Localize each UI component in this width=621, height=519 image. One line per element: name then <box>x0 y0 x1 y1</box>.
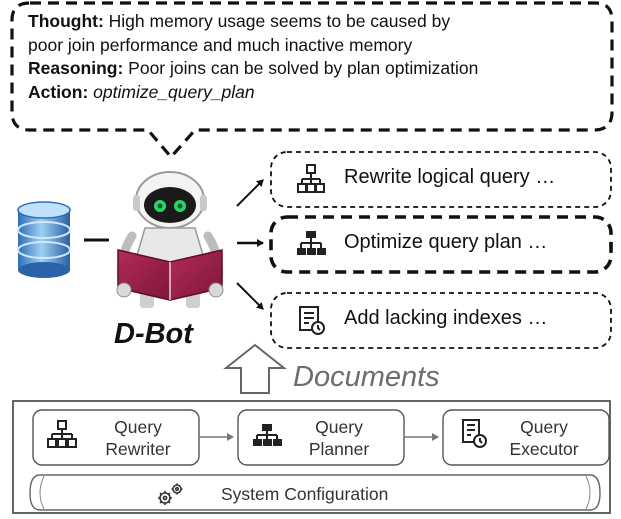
documents-label: Documents <box>293 361 440 393</box>
module-line1: Query <box>520 417 568 437</box>
action-text: optimize_query_plan <box>93 81 255 102</box>
system-config-label: System Configuration <box>221 484 389 504</box>
thought-line1: High memory usage seems to be caused by <box>103 11 451 31</box>
thought-line2: poor join performance and much inactive … <box>28 34 413 55</box>
thought-row-2: poor join performance and much inactive … <box>28 34 608 58</box>
system-panel <box>12 400 611 514</box>
documents-up-arrow <box>223 343 287 394</box>
agent-name: D-Bot <box>114 318 193 350</box>
thought-content: Thought: High memory usage seems to be c… <box>28 10 608 104</box>
action-row: Action: optimize_query_plan <box>28 81 608 105</box>
robot-reading-icon <box>116 171 224 308</box>
module-label-rewriter: Query Rewriter <box>88 416 188 460</box>
module-box-executor <box>442 409 610 466</box>
module-line2: Planner <box>308 439 370 459</box>
module-line1: Query <box>315 417 363 437</box>
arrow-to-rewrite <box>236 179 264 207</box>
option-label-rewrite: Rewrite logical query … <box>344 166 556 188</box>
option-label-optimize: Optimize query plan … <box>344 231 548 253</box>
module-label-executor: Query Executor <box>492 416 596 460</box>
plan-tree-icon <box>253 424 282 446</box>
thought-row: Thought: High memory usage seems to be c… <box>28 10 608 34</box>
database-icon <box>17 201 71 278</box>
arrow-to-indexes <box>236 282 264 310</box>
index-document-icon <box>299 306 325 335</box>
reasoning-label: Reasoning: <box>28 58 124 78</box>
module-line1: Query <box>114 417 162 437</box>
plan-tree-icon <box>297 231 326 255</box>
option-box-optimize <box>269 215 613 274</box>
hierarchy-icon <box>47 420 77 448</box>
reasoning-row: Reasoning: Poor joins can be solved by p… <box>28 57 608 81</box>
option-box-indexes <box>270 292 612 349</box>
option-label-indexes: Add lacking indexes … <box>344 307 548 329</box>
thought-label: Thought: <box>28 11 104 31</box>
system-config-bar <box>29 474 601 511</box>
index-document-icon <box>462 419 487 448</box>
gears-icon <box>158 483 183 505</box>
module-line2: Rewriter <box>105 439 171 459</box>
reasoning-text: Poor joins can be solved by plan optimiz… <box>123 58 479 78</box>
hierarchy-icon <box>297 164 325 193</box>
thought-bubble <box>10 1 614 160</box>
action-label: Action: <box>28 81 89 102</box>
option-box-rewrite <box>270 151 612 208</box>
module-line2: Executor <box>509 439 579 459</box>
module-label-planner: Query Planner <box>289 416 389 460</box>
